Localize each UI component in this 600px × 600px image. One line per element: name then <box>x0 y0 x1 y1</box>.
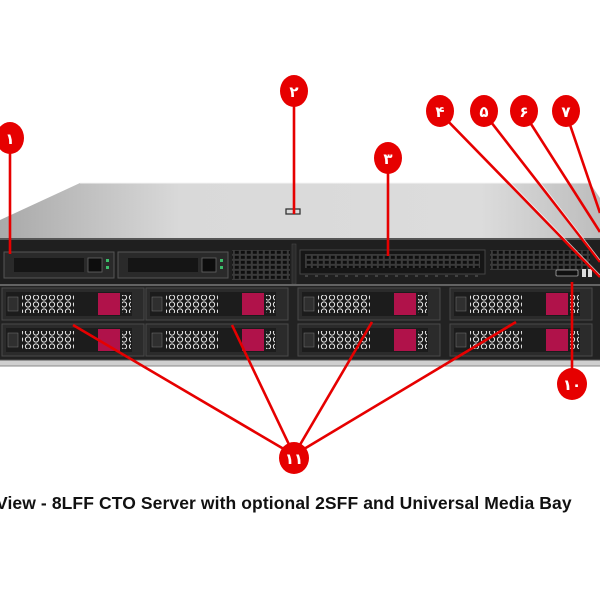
figure-caption: View - 8LFF CTO Server with optional 2SF… <box>0 493 572 513</box>
leader-line-11c <box>292 321 374 456</box>
callout-10: ۱۰ <box>557 368 587 400</box>
leader-line-4 <box>439 112 600 278</box>
front-vent-right <box>490 250 590 270</box>
leader-line-11d <box>293 320 517 457</box>
callout-5: ۵ <box>470 95 498 127</box>
sff-drive-bay-2 <box>117 251 229 279</box>
callout-11: ۱۱ <box>279 442 309 474</box>
lff-drive-bay-7 <box>297 323 441 357</box>
drive-release-latch <box>546 293 568 315</box>
callout-1: ۱ <box>0 122 24 154</box>
drive-release-latch <box>394 329 416 351</box>
callout-6: ۶ <box>510 95 538 127</box>
callout-2: ۲ <box>280 75 308 107</box>
leader-line-7 <box>564 112 600 214</box>
front-vent <box>232 250 290 280</box>
chassis-bottom-rail <box>0 360 600 366</box>
callout-label: ۴ <box>435 103 444 121</box>
universal-media-bay <box>299 249 486 277</box>
callout-3: ۳ <box>374 142 402 174</box>
leader-line-6 <box>522 112 600 233</box>
leader-line-11b <box>230 324 296 456</box>
drive-release-latch <box>98 329 120 351</box>
drive-release-latch <box>546 329 568 351</box>
drive-release-latch <box>242 329 264 351</box>
callout-4: ۴ <box>426 95 454 127</box>
leader-line-11a <box>72 323 295 457</box>
callout-label: ۱ <box>5 130 14 148</box>
sff-drive-bay-1 <box>3 251 115 279</box>
callout-label: ۷ <box>561 103 570 121</box>
callout-label: ۶ <box>519 103 528 121</box>
leader-line-5 <box>482 112 600 263</box>
drive-release-latch <box>98 293 120 315</box>
lff-drive-bay-3 <box>297 287 441 321</box>
callout-label: ۵ <box>479 103 488 121</box>
callout-label: ۳ <box>383 150 392 168</box>
lff-drive-bay-4 <box>449 287 593 321</box>
lff-drive-bay-6 <box>145 323 289 357</box>
callout-7: ۷ <box>552 95 580 127</box>
drive-release-latch <box>394 293 416 315</box>
callout-label: ۱۱ <box>285 450 303 468</box>
usb-port <box>555 269 592 277</box>
lff-drive-bay-1 <box>1 287 145 321</box>
drive-release-latch <box>242 293 264 315</box>
lff-drive-bay-2 <box>145 287 289 321</box>
callout-label: ۱۰ <box>563 376 581 394</box>
callout-label: ۲ <box>289 83 298 101</box>
lff-drive-bay-5 <box>1 323 145 357</box>
